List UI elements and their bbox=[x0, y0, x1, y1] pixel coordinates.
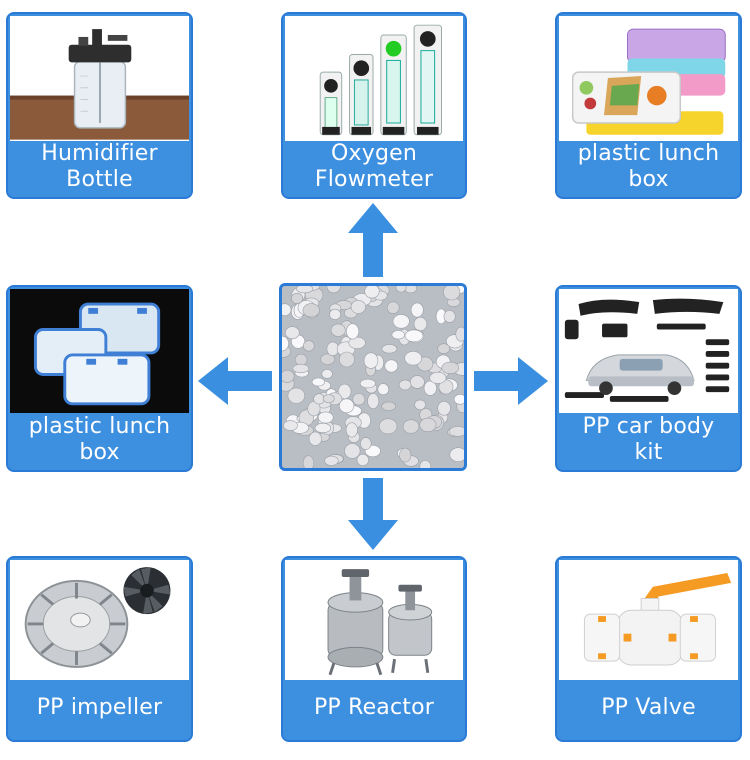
clear-containers-image bbox=[10, 289, 189, 413]
card-label: PP car body kit bbox=[582, 413, 715, 465]
humidifier-bottle-image bbox=[10, 16, 189, 141]
reactor-image bbox=[285, 560, 463, 680]
pp-granules-image bbox=[279, 283, 467, 471]
card-plastic-lunch-box-left: plastic lunch box bbox=[6, 285, 193, 472]
oxygen-flowmeter-image bbox=[285, 16, 463, 141]
card-label: Oxygen Flowmeter bbox=[314, 141, 434, 192]
arrow-right bbox=[474, 357, 548, 405]
card-label: PP Reactor bbox=[313, 695, 435, 720]
impeller-image bbox=[10, 560, 189, 680]
card-label: plastic lunch box bbox=[577, 141, 720, 192]
arrow-up bbox=[348, 203, 398, 277]
card-label: PP impeller bbox=[36, 695, 163, 720]
valve-image bbox=[559, 560, 738, 680]
card-label: Humidifier Bottle bbox=[41, 141, 158, 192]
card-pp-reactor: PP Reactor bbox=[281, 556, 467, 742]
card-humidifier-bottle: Humidifier Bottle bbox=[6, 12, 193, 199]
arrow-down bbox=[348, 478, 398, 550]
card-pp-car-body-kit: PP car body kit bbox=[555, 285, 742, 472]
card-label: PP Valve bbox=[601, 695, 696, 720]
card-label: plastic lunch box bbox=[28, 413, 171, 465]
lunch-box-image bbox=[559, 16, 738, 141]
car-body-kit-image bbox=[559, 289, 738, 413]
arrow-left bbox=[198, 357, 272, 405]
card-pp-valve: PP Valve bbox=[555, 556, 742, 742]
card-plastic-lunch-box-top: plastic lunch box bbox=[555, 12, 742, 199]
card-oxygen-flowmeter: Oxygen Flowmeter bbox=[281, 12, 467, 199]
card-pp-impeller: PP impeller bbox=[6, 556, 193, 742]
